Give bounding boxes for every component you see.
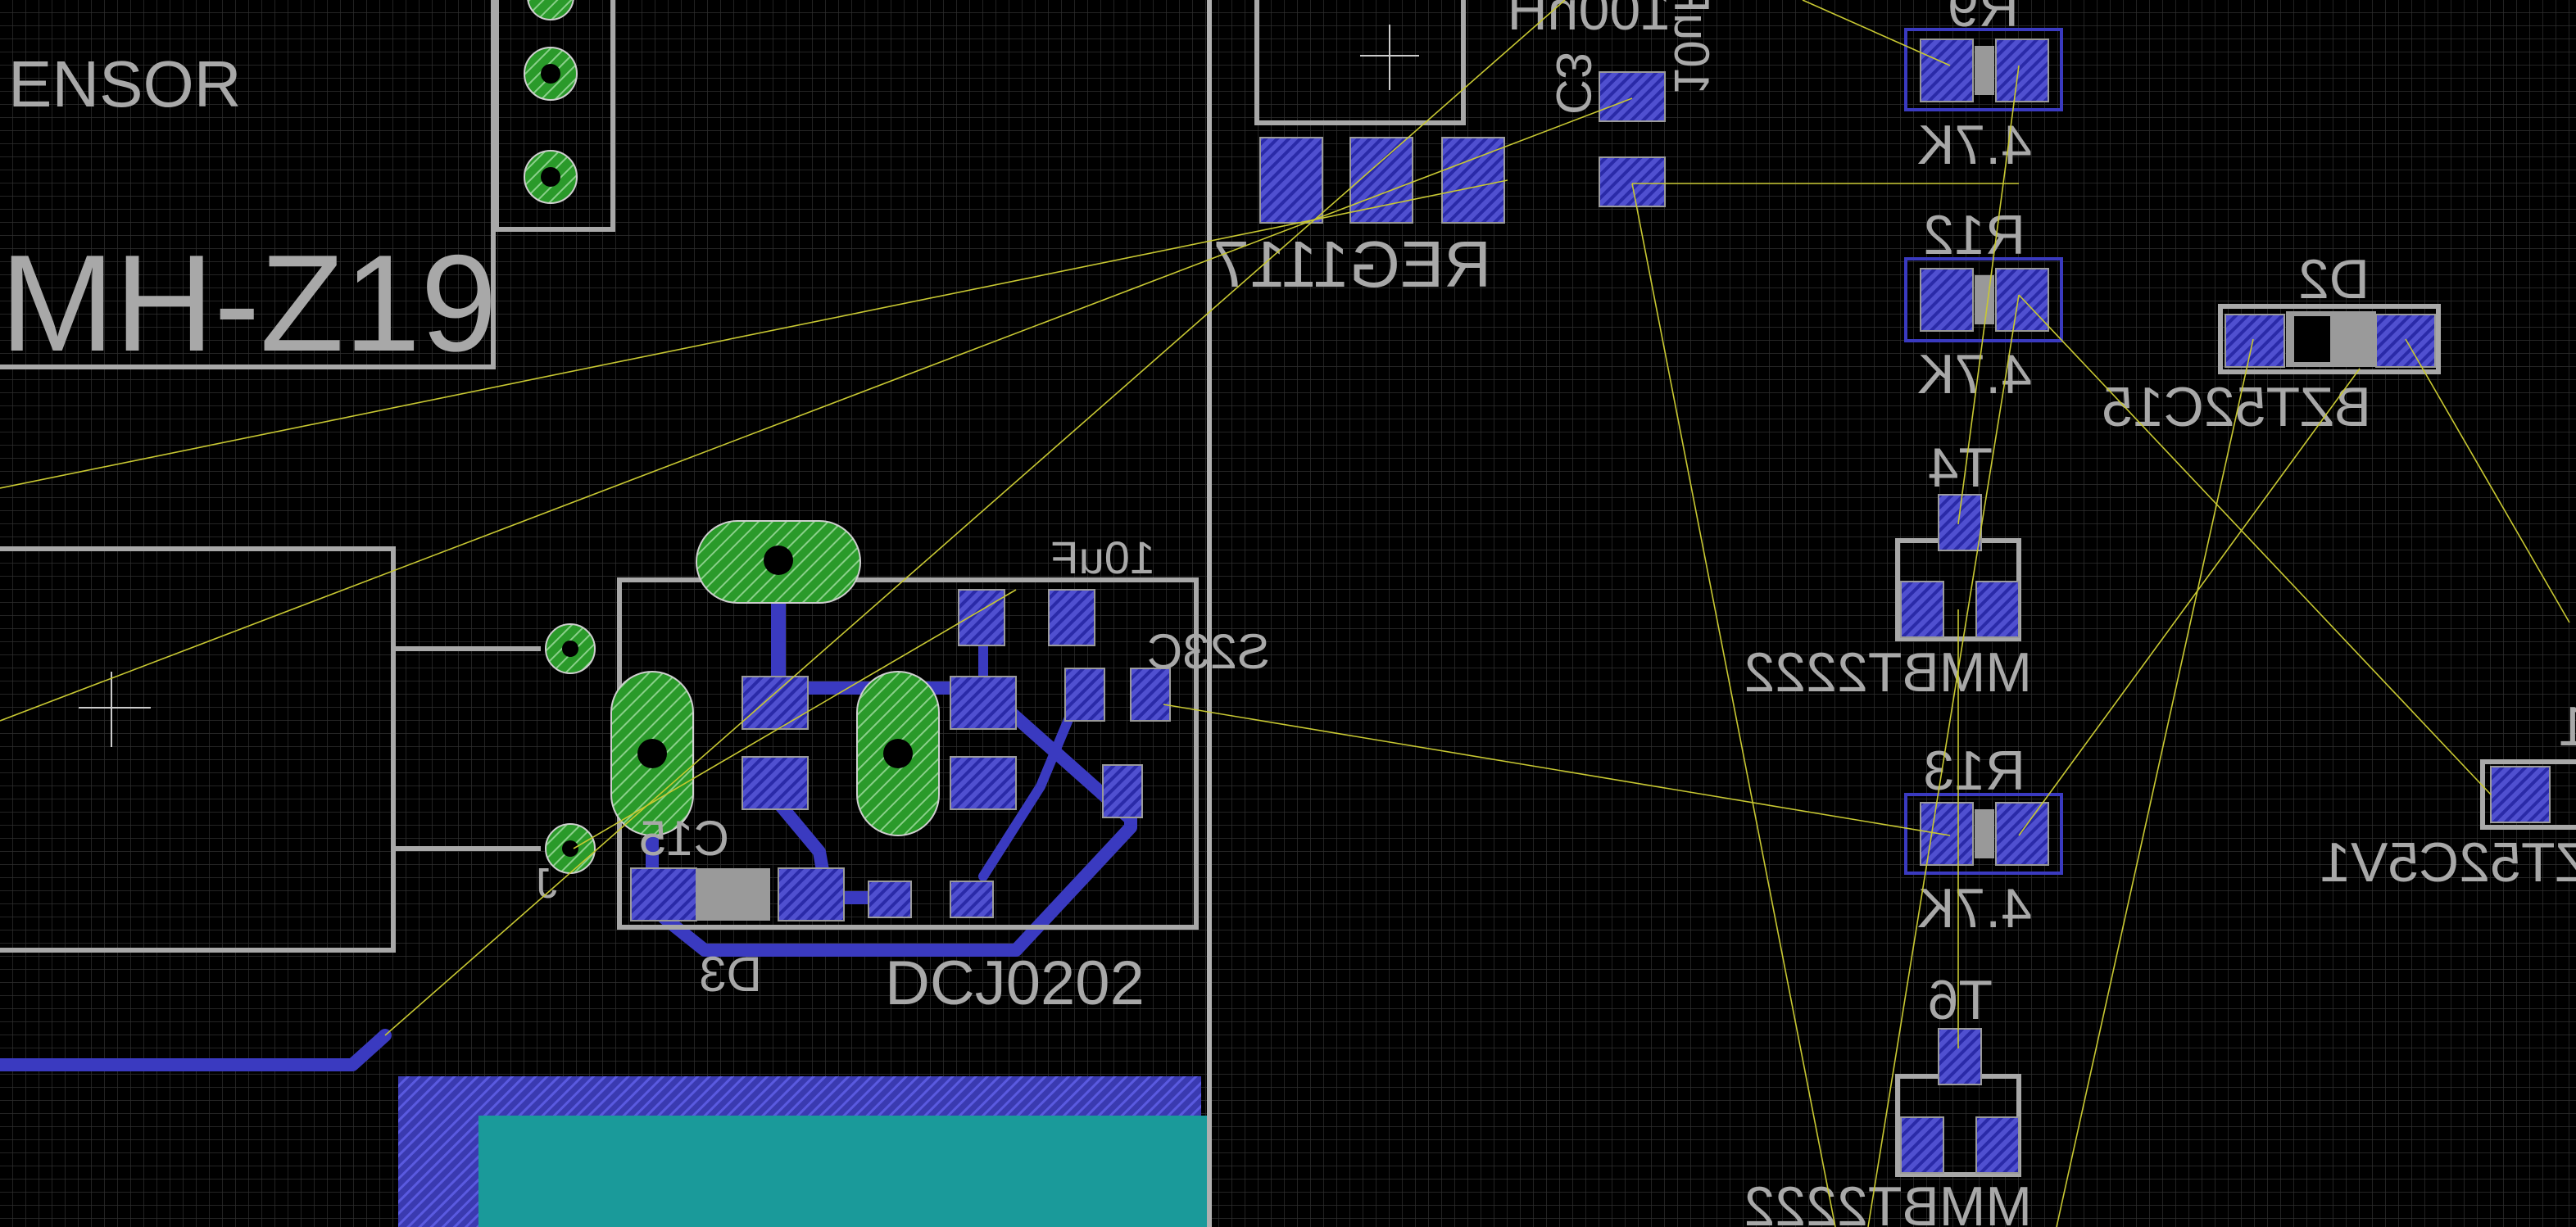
r12-resistor[interactable]: R12 4.7K — [1904, 204, 2063, 405]
dc-jack-footprint[interactable]: 10uF S23C C15 D3 DCJ0202 — [610, 520, 1270, 1018]
t4-value: MMBT2222 — [1744, 641, 2032, 704]
sensor-label: ENSOR — [8, 48, 242, 120]
right-diode-value: ZT52C5V1 — [2320, 831, 2576, 894]
inductor-value-label: 100nH — [1508, 0, 1671, 42]
mhz19-label: MH-Z19 — [0, 226, 497, 380]
left-module-footprint[interactable]: J — [0, 546, 596, 953]
right-zener-diode[interactable]: ZT52C5V1 1 — [2320, 695, 2576, 894]
r13-label: R13 — [1923, 740, 2025, 802]
jack-c15-label: C15 — [639, 811, 729, 866]
mhz19-sensor-footprint[interactable]: ENSOR MH-Z19 — [0, 0, 615, 380]
t6-label: T6 — [1928, 969, 1993, 1031]
c3-label: C3 — [1546, 52, 1601, 115]
r9-label: R9 — [1948, 0, 2019, 38]
d2-label: D2 — [2298, 248, 2370, 310]
t6-transistor[interactable]: T6 MMBT2222 — [1744, 969, 2032, 1227]
t6-value: MMBT2222 — [1744, 1175, 2032, 1227]
t4-transistor[interactable]: T4 MMBT2222 — [1744, 437, 2032, 704]
d2-zener-diode[interactable]: D2 BZT52C15 — [2102, 248, 2441, 438]
dcj0202-label: DCJ0202 — [885, 949, 1145, 1018]
right-diode-label: 1 — [2558, 695, 2576, 758]
t4-label: T4 — [1928, 437, 1993, 499]
d2-value: BZT52C15 — [2102, 376, 2371, 438]
jack-cap-value: 10uF — [1050, 532, 1155, 583]
c3-capacitor[interactable]: C3 10uF — [1546, 0, 1719, 207]
r13-value: 4.7K — [1917, 877, 2032, 939]
r12-label: R12 — [1923, 204, 2025, 266]
r9-value: 4.7K — [1917, 114, 2032, 176]
r9-resistor[interactable]: R9 4.7K — [1904, 0, 2063, 176]
c3-value: 10uF — [1664, 0, 1719, 95]
r13-resistor[interactable]: R13 4.7K — [1904, 740, 2063, 939]
jack-diode-label: S23C — [1147, 624, 1270, 679]
d3-label: D3 — [699, 947, 762, 1002]
reg1117-label: REG1117 — [1213, 228, 1491, 301]
cyan-fill-region[interactable] — [478, 1116, 1209, 1227]
